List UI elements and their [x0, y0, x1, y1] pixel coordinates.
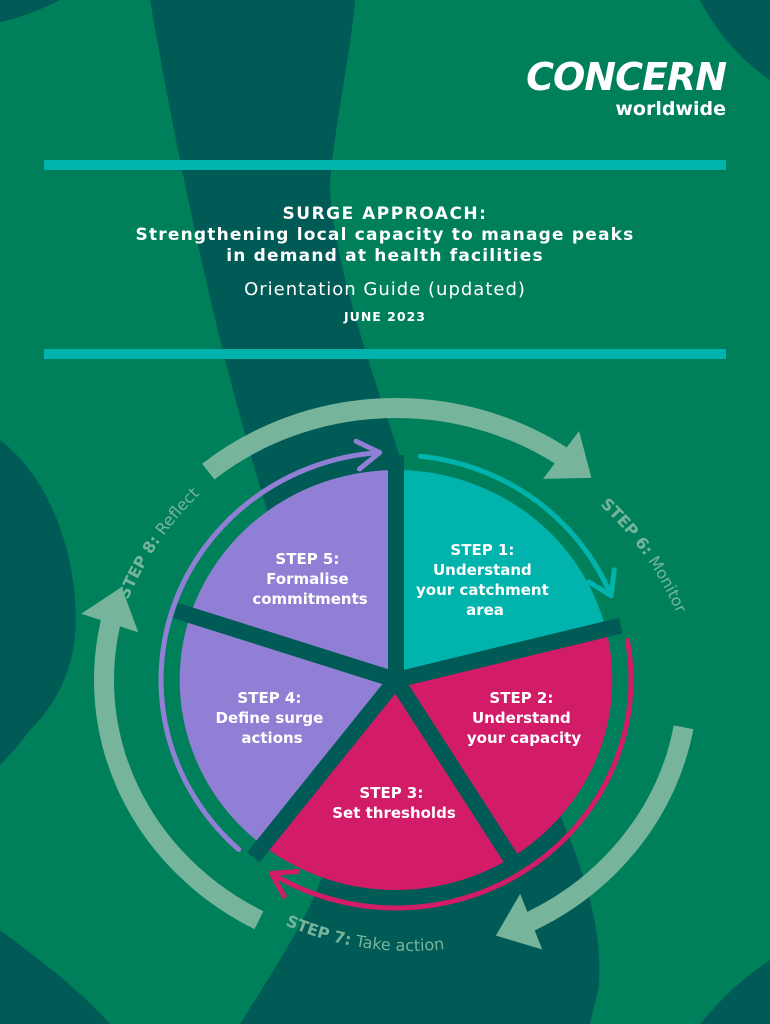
step-7-arrow-shaft: [515, 725, 694, 936]
pie-segment-step-3: [262, 680, 511, 890]
outer-cycle-arrows: [81, 398, 694, 950]
logo-subtitle: worldwide: [615, 98, 726, 120]
step-1-label: STEP 1: Understand your catchment area: [416, 541, 554, 619]
document-subtitle-line-2: in demand at health facilities: [226, 246, 544, 266]
concern-worldwide-logo: CONCERN worldwide: [526, 55, 727, 120]
guide-label: Orientation Guide (updated): [244, 279, 526, 300]
bottom-divider: [44, 349, 726, 359]
pie-divider: [389, 675, 526, 876]
step-2-label: STEP 2: Understand your capacity: [467, 689, 581, 747]
step-2-3-arrowhead: [268, 868, 300, 899]
inner-step-arcs: [158, 438, 634, 911]
document-subtitle-line-1: Strengthening local capacity to manage p…: [135, 225, 635, 245]
pie-segment-step-4: [179, 615, 396, 846]
step-4-5-arrowhead: [353, 438, 383, 472]
publication-date: JUNE 2023: [344, 309, 426, 324]
pie-segment-step-2: [396, 629, 613, 859]
pie-divider: [394, 617, 623, 688]
step-5-label: STEP 5: Formalise commitments: [252, 550, 367, 608]
top-divider: [44, 160, 726, 170]
step-4-label: STEP 4: Define surge actions: [216, 689, 329, 747]
pie-center: [384, 668, 408, 692]
step-1-arc: [417, 453, 614, 599]
step-7-label: STEP 7: Take action: [283, 911, 445, 955]
step-8-arrow-head: [81, 586, 139, 633]
step-6-arrow-head: [542, 431, 592, 479]
step-8-arrow-shaft: [94, 606, 264, 930]
step-pie: [173, 455, 623, 890]
step-8-label: STEP 8: Reflect: [114, 484, 202, 602]
pie-divider: [247, 674, 403, 863]
step-3-label: STEP 3: Set thresholds: [332, 784, 456, 822]
pie-divider: [173, 602, 399, 688]
pie-segment-step-1: [396, 470, 606, 680]
title-block: SURGE APPROACH: Strengthening local capa…: [0, 204, 770, 324]
step-4-5-arc: [158, 450, 383, 852]
step-6-arrow-shaft: [202, 398, 578, 480]
step-pie-labels: STEP 1: Understand your catchment area S…: [216, 541, 582, 822]
step-1-arrowhead: [586, 567, 617, 599]
step-2-3-arc: [268, 637, 634, 911]
step-7-arrow-head: [495, 893, 543, 950]
document-title: SURGE APPROACH:: [282, 204, 488, 224]
logo-wordmark: CONCERN: [526, 55, 727, 99]
